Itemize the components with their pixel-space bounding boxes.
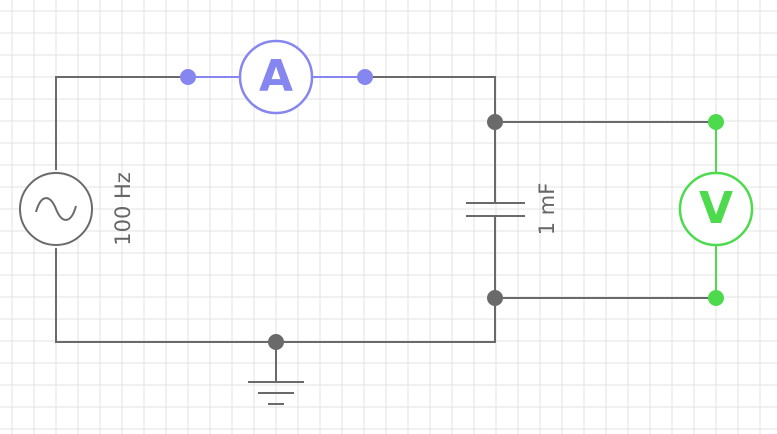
capacitor-icon[interactable] — [466, 202, 525, 217]
wire-left-top[interactable] — [55, 76, 188, 170]
sine-wave — [35, 197, 77, 221]
ammeter-terminal-right[interactable] — [357, 69, 373, 85]
ammeter-icon[interactable]: A — [180, 39, 373, 115]
ammeter-terminal-left[interactable] — [180, 69, 196, 85]
voltmeter-terminal-bottom[interactable] — [708, 290, 724, 306]
ammeter-letter: A — [259, 51, 293, 102]
ac-sine-source-icon[interactable] — [19, 172, 93, 246]
voltmeter-letter: V — [699, 183, 733, 234]
voltmeter-circle — [678, 171, 754, 247]
ammeter-circle — [238, 39, 314, 115]
voltmeter-icon[interactable]: V — [678, 114, 754, 306]
ground-icon[interactable] — [248, 381, 304, 405]
node-cap-bottom[interactable] — [487, 290, 503, 306]
node-cap-top[interactable] — [487, 114, 503, 130]
wire-right-top[interactable] — [365, 76, 496, 122]
junction-nodes — [268, 114, 503, 350]
capacitor-value-label: 1 mF — [535, 183, 559, 236]
node-ground[interactable] — [268, 334, 284, 350]
source-frequency-label: 100 Hz — [111, 172, 135, 246]
voltmeter-terminal-top[interactable] — [708, 114, 724, 130]
